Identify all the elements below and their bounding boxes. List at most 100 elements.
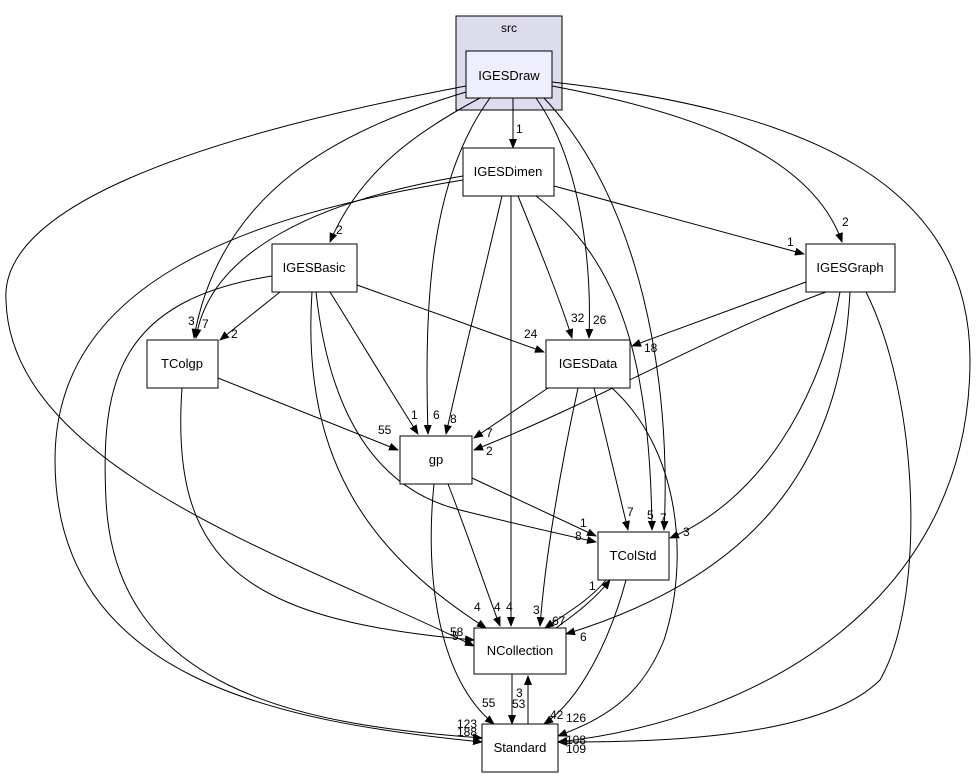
edge-label: 109 <box>566 742 586 756</box>
edge-igesdimen-standard[interactable] <box>54 179 483 746</box>
edge-gp-tcolstd[interactable] <box>471 477 597 537</box>
node-label: IGESDraw <box>478 68 540 83</box>
edge-igesdraw-gp[interactable] <box>423 97 491 435</box>
edge-label: 5 <box>647 508 654 522</box>
edge-igesgraph-ncollection[interactable] <box>565 291 851 636</box>
edge-ncollection-tcolstd[interactable] <box>555 579 611 629</box>
edge-label: 1 <box>589 579 596 593</box>
edge-label: 8 <box>450 412 457 426</box>
node-label: IGESDimen <box>474 164 543 179</box>
node-label: IGESData <box>559 356 618 371</box>
node-label: IGESGraph <box>816 260 883 275</box>
edge-label: 123 <box>457 717 477 731</box>
edge-tcolgp-gp[interactable] <box>217 377 399 451</box>
edge-label: 4 <box>506 600 513 614</box>
edge-label: 3 <box>188 314 195 328</box>
edge-label: 7 <box>627 505 634 519</box>
edge-label: 2 <box>336 223 343 237</box>
edge-label: 108 <box>566 733 586 747</box>
node-standard[interactable]: Standard <box>481 723 559 773</box>
edge-igesdimen-tcolgp[interactable] <box>193 175 464 339</box>
edge-igesbasic-gp[interactable] <box>329 291 419 435</box>
edge-igesgraph-tcolstd[interactable] <box>669 291 841 539</box>
edge-igesdata-ncollection[interactable] <box>536 387 579 627</box>
edge-igesdraw-igesgraph[interactable] <box>551 85 843 243</box>
edge-igesdimen-tcolstd[interactable] <box>535 195 656 531</box>
node-tcolgp[interactable]: TColgp <box>146 339 219 389</box>
edge-label: 18 <box>644 341 658 355</box>
node-igesbasic[interactable]: IGESBasic <box>271 243 358 293</box>
edge-label: 3 <box>533 603 540 617</box>
edge-label: 126 <box>566 711 586 725</box>
edge-igesdata-gp[interactable] <box>473 387 549 439</box>
edge-label: 24 <box>524 327 538 341</box>
edge-igesgraph-gp[interactable] <box>473 291 827 451</box>
node-label: TColgp <box>161 356 203 371</box>
node-igesgraph[interactable]: IGESGraph <box>805 243 896 293</box>
edge-label: 2 <box>842 215 849 229</box>
node-label: IGESBasic <box>283 260 346 275</box>
edge-label: 1 <box>411 408 418 422</box>
edge-label: 8 <box>575 529 582 543</box>
edge-label: 5 <box>452 629 459 643</box>
edge-label: 2 <box>486 444 493 458</box>
edge-igesbasic-igesdata[interactable] <box>356 284 545 353</box>
edge-label: 42 <box>550 708 564 722</box>
node-igesdata[interactable]: IGESData <box>545 339 631 389</box>
edge-label: 3 <box>683 525 690 539</box>
edge-label: 4 <box>494 600 501 614</box>
edge-label: 6 <box>580 630 587 644</box>
edge-igesgraph-standard[interactable] <box>557 291 912 746</box>
edge-igesdimen-gp[interactable] <box>444 195 503 435</box>
edge-igesbasic-standard[interactable] <box>104 275 483 742</box>
node-ncollection[interactable]: NCollection <box>473 627 567 675</box>
edge-tcolstd-ncollection[interactable] <box>544 579 607 629</box>
edge-tcolstd-standard[interactable] <box>543 579 627 725</box>
edges: 1 2 2 3 26 6 7 5 109 1 7 32 <box>5 81 971 756</box>
edge-igesgraph-igesdata[interactable] <box>631 281 807 347</box>
edge-label: 58 <box>450 625 464 639</box>
edge-igesdraw-tcolgp[interactable] <box>191 91 467 339</box>
edge-label: 7 <box>660 511 667 525</box>
edge-igesdraw-igesbasic[interactable] <box>329 97 481 243</box>
node-label: TColStd <box>610 548 657 563</box>
edge-label: 32 <box>571 311 585 325</box>
edge-label: 55 <box>482 696 496 710</box>
edge-label: 6 <box>433 408 440 422</box>
edge-igesbasic-ncollection[interactable] <box>310 291 487 629</box>
node-label: gp <box>429 452 443 467</box>
cluster-label: src <box>501 21 517 35</box>
edge-label: 3 <box>516 686 523 700</box>
edge-igesdata-tcolstd[interactable] <box>593 387 630 531</box>
edge-label: 1 <box>516 122 523 136</box>
edge-igesdraw-standard[interactable] <box>551 81 971 745</box>
edge-label: 188 <box>457 725 477 739</box>
edge-igesdraw-tcolstd[interactable] <box>543 97 669 531</box>
edge-igesdimen-igesgraph[interactable] <box>553 185 805 256</box>
node-tcolstd[interactable]: TColStd <box>597 531 670 581</box>
node-label: NCollection <box>487 643 553 658</box>
edge-igesbasic-tcolgp[interactable] <box>219 291 281 341</box>
node-igesdimen[interactable]: IGESDimen <box>462 147 555 197</box>
edge-igesdata-standard[interactable] <box>557 387 678 737</box>
edge-label: 1 <box>580 516 587 530</box>
edge-label: 7 <box>486 426 493 440</box>
node-label: Standard <box>494 740 547 755</box>
edge-label: 1 <box>787 235 794 249</box>
edge-label: 53 <box>512 697 526 711</box>
edge-gp-ncollection[interactable] <box>447 483 501 627</box>
edge-label: 2 <box>231 327 238 341</box>
edge-label: 67 <box>552 614 566 628</box>
edge-igesdraw-ncollection[interactable] <box>5 85 475 647</box>
edge-label: 7 <box>202 317 209 331</box>
node-gp[interactable]: gp <box>399 435 473 485</box>
edge-igesdraw-igesdata[interactable] <box>535 97 594 339</box>
edge-tcolgp-ncollection[interactable] <box>180 387 475 644</box>
edge-label: 55 <box>378 423 392 437</box>
edge-igesdimen-igesdata[interactable] <box>517 195 574 339</box>
edge-gp-standard[interactable] <box>430 483 495 725</box>
edge-label: 26 <box>593 313 607 327</box>
edge-label: 4 <box>474 600 481 614</box>
node-igesdraw[interactable]: IGESDraw <box>465 50 553 99</box>
